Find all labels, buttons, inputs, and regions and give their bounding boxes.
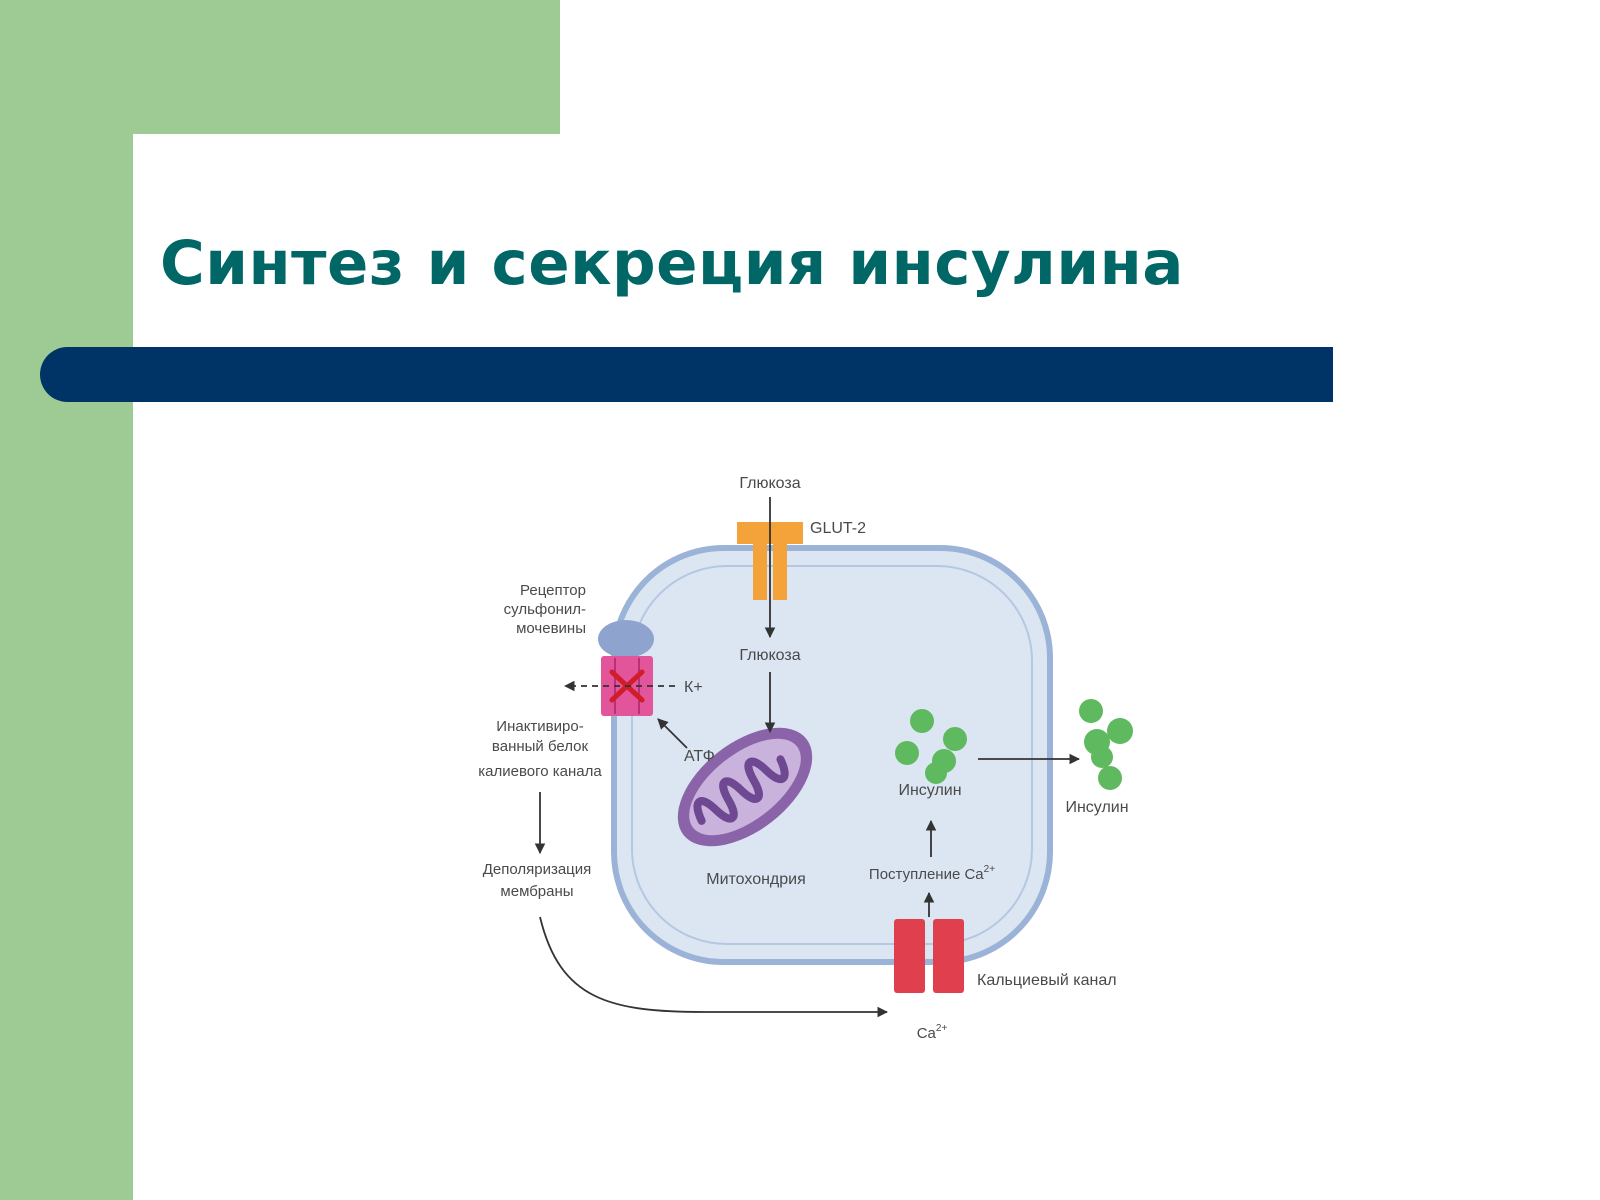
- label-atp: АТФ: [684, 748, 715, 765]
- label-glut2: GLUT-2: [810, 520, 866, 537]
- mitochondrion: [677, 727, 813, 847]
- label-glucose-inside: Глюкоза: [739, 647, 800, 664]
- green-side-panel: [0, 0, 133, 1200]
- label-ca-ion-text: Ca: [917, 1025, 937, 1042]
- insulin-granules-outside: [1079, 699, 1133, 790]
- label-ca-entry: Поступление Ca2+: [869, 864, 995, 883]
- label-insulin-inside: Инсулин: [898, 782, 961, 799]
- label-depolarization-line1: Деполяризация: [483, 861, 592, 878]
- insulin-granules-inside: [895, 709, 967, 784]
- calcium-channel: [894, 919, 964, 993]
- label-ca-entry-superscript: 2+: [984, 864, 996, 875]
- label-glucose-outside: Глюкоза: [739, 475, 800, 492]
- label-inactivated-line3: калиевого канала: [478, 763, 602, 780]
- label-depolarization-line2: мембраны: [500, 883, 573, 900]
- beta-cell-cytoplasm: [631, 565, 1033, 945]
- label-receptor-line1: Рецептор: [520, 582, 586, 599]
- label-inactivated-line2: ванный белок: [492, 738, 589, 755]
- label-ca-ion-superscript: 2+: [936, 1023, 948, 1034]
- label-ca-ion: Ca2+: [917, 1023, 948, 1042]
- arrow-atp-to-channel: [657, 718, 688, 749]
- label-mitochondria: Митохондрия: [706, 871, 806, 888]
- label-k-ion: К+: [684, 679, 703, 696]
- label-inactivated-line1: Инактивиро-: [496, 718, 583, 735]
- sulfonylurea-receptor: [598, 620, 654, 658]
- beta-cell-membrane: [611, 545, 1053, 965]
- label-calcium-channel: Кальциевый канал: [977, 972, 1117, 989]
- label-receptor-line2: сульфонил-: [504, 601, 586, 618]
- label-ca-entry-text: Поступление Ca: [869, 866, 984, 883]
- arrow-depolarization-to-calcium-channel: [539, 916, 889, 1018]
- glut2-transporter: [737, 522, 803, 600]
- title-underline-bar: [40, 347, 1333, 402]
- label-receptor-line3: мочевины: [516, 620, 586, 637]
- slide-title: Синтез и секреция инсулина: [160, 228, 1184, 299]
- label-insulin-outside: Инсулин: [1065, 799, 1128, 816]
